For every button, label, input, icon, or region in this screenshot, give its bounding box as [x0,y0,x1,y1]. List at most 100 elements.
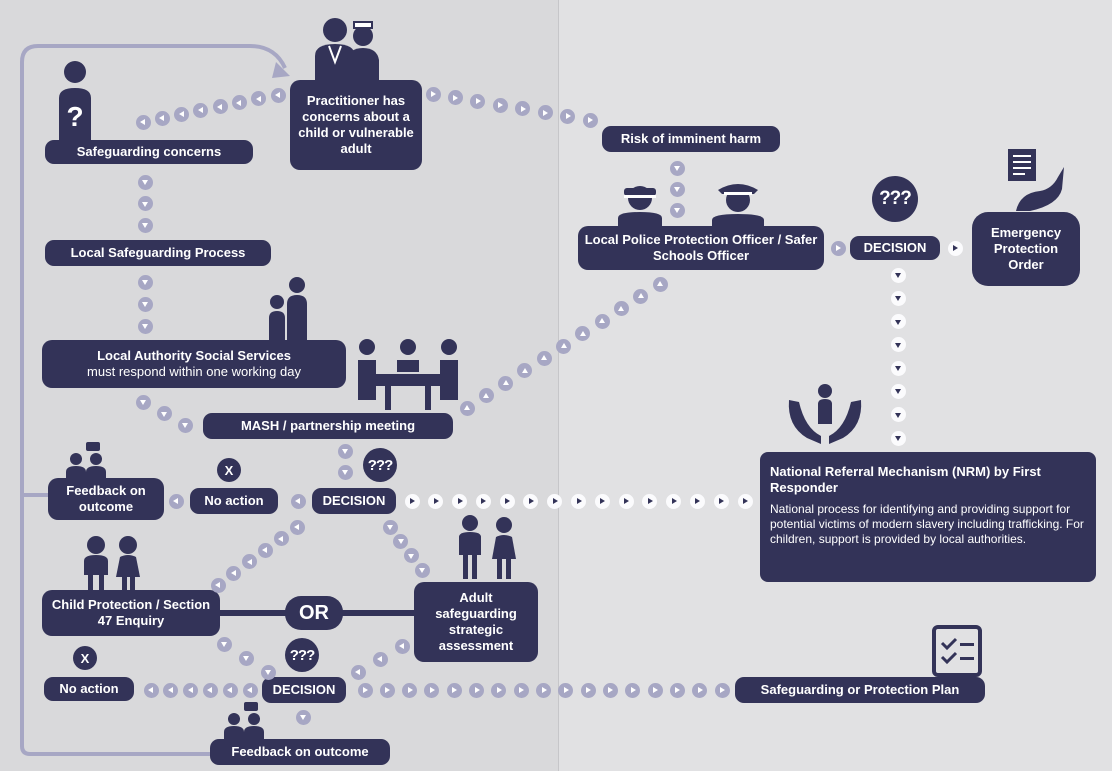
decision-question-badge-bottom: ??? [285,638,319,672]
to-practitioner-arrow-dot [251,91,267,107]
decision-to-adult-arrow-dot [393,533,409,549]
adult-safeguarding-box: Adult safeguarding strategic assessment [414,582,538,662]
mash-box: MASH / partnership meeting [203,413,453,439]
local-to-la-arrow-dot [137,274,153,290]
feedback-bottom-line [20,495,215,756]
la-to-mash-arrow-dot [135,394,151,410]
decision-to-child-arrow-dot [242,554,258,570]
decision-to-plan-arrow-dot [602,682,618,698]
risk-to-police-arrow-dot [669,181,685,197]
decision-to-noaction-bottom-arrow-dot [202,682,218,698]
to-practitioner-arrow-dot [154,110,170,126]
to-practitioner-arrow-dot [135,114,151,130]
mash-to-police-arrow-dot [517,363,533,379]
police-to-decision-arrow-dot [830,240,846,256]
mash-to-police-arrow-dot [633,288,649,304]
mash-to-police-arrow-dot [594,313,610,329]
decision-to-adult-arrow-dot [414,562,430,578]
la-to-mash-arrow-dot [156,406,172,421]
to-risk-arrow-dot [582,112,598,128]
to-risk-arrow-dot [560,108,576,124]
to-practitioner-arrow-dot [174,106,190,122]
to-risk-arrow-dot [537,105,553,121]
decision-to-child-arrow-dot [273,531,289,547]
checklist-icon [932,625,982,677]
decision-to-adult-arrow-dot [403,548,419,564]
no-action-box: No action [190,488,278,514]
la-social-services-subtitle: must respond within one working day [87,364,301,379]
decision-to-nrm-vertical-arrow-dot [890,430,906,446]
hands-person-icon [788,384,862,444]
decision-to-nrm-arrow-dot [713,493,729,509]
decision-to-plan-arrow-dot [558,682,574,698]
to-risk-arrow-dot [492,97,508,113]
panel-divider [558,0,559,771]
decision-to-plan-arrow-dot [669,682,685,698]
child-to-decision-arrow-dot [260,664,276,680]
local-to-la-arrow-dot [137,296,153,312]
nrm-description: National process for identifying and pro… [770,502,1084,546]
decision-to-nrm-vertical-arrow-dot [890,407,906,423]
mash-to-police-arrow-dot [459,400,475,416]
hand-document-icon [1008,149,1064,211]
child-to-decision-arrow-dot [238,650,254,666]
adult-to-decision-arrow-dot [372,651,388,667]
decision-to-nrm-vertical-arrow-dot [890,290,906,306]
feedback-people-icon [66,442,106,480]
nrm-title: National Referral Mechanism (NRM) by Fir… [770,464,1041,495]
local-safeguarding-box: Local Safeguarding Process [45,240,271,266]
decision-to-nrm-arrow-dot [737,493,753,509]
child-to-decision-arrow-dot [216,636,232,652]
no-action-x-badge: X [217,458,241,482]
concerns-to-local-arrow-dot [137,217,153,233]
family-icon [269,277,307,340]
decision-to-plan-arrow-dot [513,682,529,698]
to-practitioner-arrow-dot [193,102,209,118]
la-to-mash-arrow-dot [177,417,193,433]
decision-question-badge-right: ??? [872,176,918,222]
mash-to-decision-arrow-dot [337,443,353,459]
decision-to-feedback-bottom-arrow-dot [295,709,311,725]
decision-to-plan-arrow-dot [402,682,418,698]
meeting-table-icon [358,339,458,410]
police-officer-box: Local Police Protection Officer / Safer … [578,226,824,270]
no-action-x-badge-bottom: X [73,646,97,670]
question-person-icon: ? [59,61,91,144]
mash-to-police-arrow-dot [536,350,552,366]
decision-to-nrm-arrow-dot [547,493,563,509]
decision-to-nrm-arrow-dot [523,493,539,509]
decision-to-noaction-bottom-arrow-dot [163,682,179,698]
decision-to-child-arrow-dot [226,565,242,581]
decision-to-nrm-arrow-dot [642,493,658,509]
mash-to-police-arrow-dot [652,276,668,292]
decision-box-bottom: DECISION [262,677,346,703]
decision-to-nrm-vertical-arrow-dot [890,267,906,283]
or-badge: OR [285,596,343,630]
to-risk-arrow-dot [447,90,463,106]
adults-icon [459,515,516,579]
protection-plan-box: Safeguarding or Protection Plan [735,677,985,703]
decision-to-plan-arrow-dot [379,682,395,698]
safeguarding-concerns-box: Safeguarding concerns [45,140,253,164]
decision-to-epo-arrow-dot [947,240,963,256]
decision-to-nrm-vertical-arrow-dot [890,337,906,353]
decision-to-nrm-vertical-arrow-dot [890,314,906,330]
decision-to-nrm-arrow-dot [428,493,444,509]
decision-to-plan-arrow-dot [625,682,641,698]
no-action-box-bottom: No action [44,677,134,701]
to-practitioner-arrow-dot [212,99,228,115]
decision-to-plan-arrow-dot [491,682,507,698]
decision-to-nrm-arrow-dot [666,493,682,509]
decision-to-child-arrow-dot [289,519,305,535]
decision-to-plan-arrow-dot [446,682,462,698]
decision-to-plan-arrow-dot [647,682,663,698]
concerns-to-local-arrow-dot [137,174,153,190]
local-to-la-arrow-dot [137,318,153,334]
decision-to-nrm-vertical-arrow-dot [890,360,906,376]
decision-to-plan-arrow-dot [692,682,708,698]
mash-to-police-arrow-dot [498,375,514,391]
decision-to-nrm-arrow-dot [452,493,468,509]
decision-to-nrm-vertical-arrow-dot [890,383,906,399]
